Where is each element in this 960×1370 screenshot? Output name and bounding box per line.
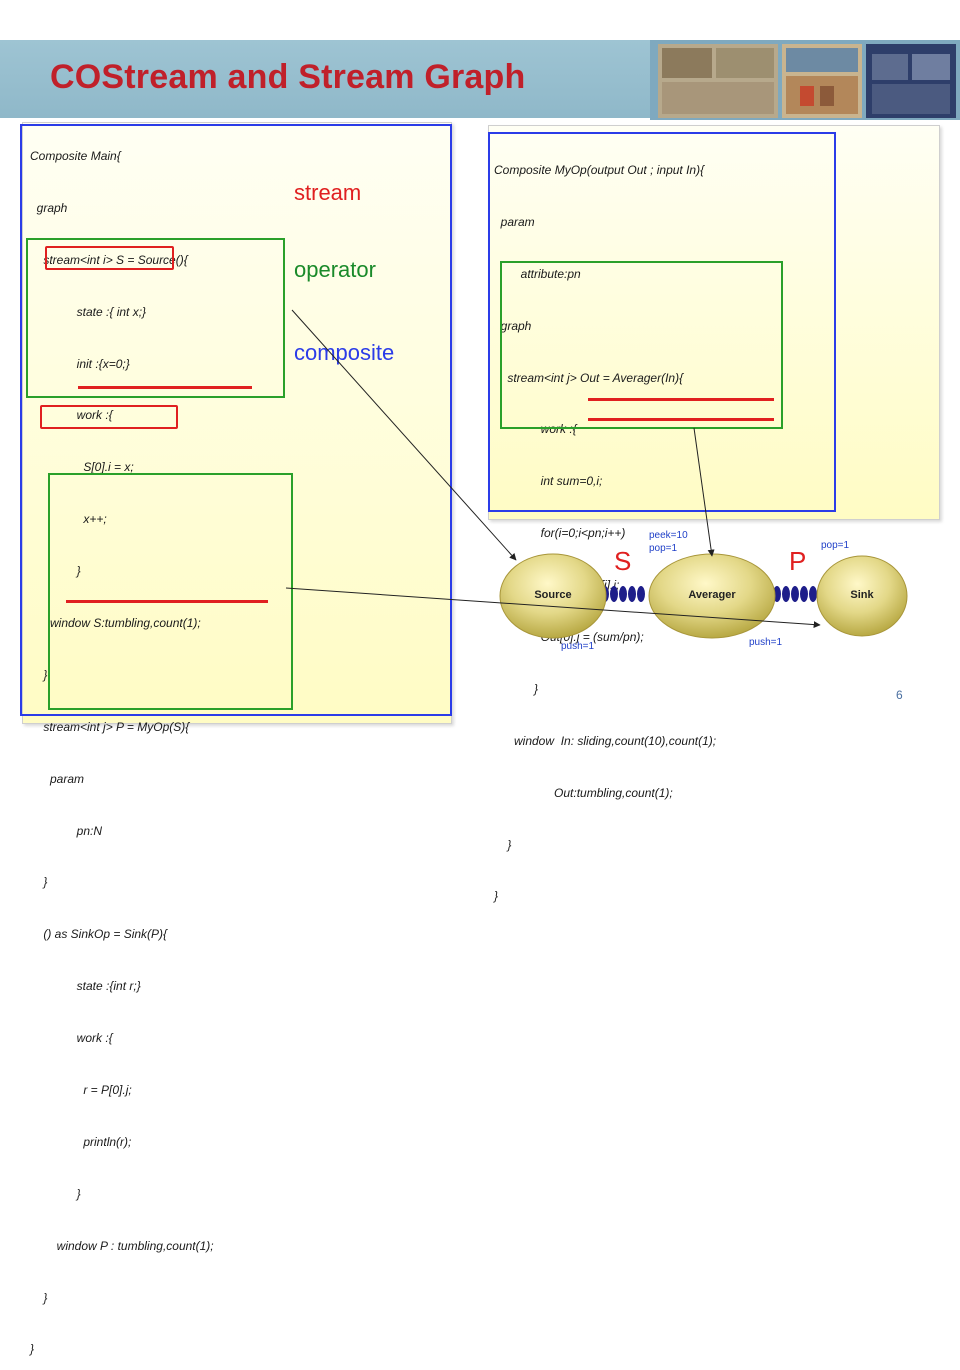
composite-main-box xyxy=(20,124,452,716)
code-line: } xyxy=(494,837,512,852)
legend-composite: composite xyxy=(294,340,395,365)
chip-die-image xyxy=(650,40,960,120)
node-sink-label: Sink xyxy=(850,589,874,601)
node-averager-label: Averager xyxy=(688,589,736,601)
code-line: S[0].i = x; xyxy=(30,460,134,475)
stream-underline xyxy=(588,398,774,401)
code-line: window In: sliding,count(10),count(1); xyxy=(494,733,717,748)
rate-averager-peek: peek=10 xyxy=(649,530,688,541)
myop-code-panel xyxy=(488,125,940,520)
code-line: () as SinkOp = Sink(P){ xyxy=(30,927,168,942)
code-line: stream<int i> S = Source(){ xyxy=(30,252,188,267)
rate-averager-pop: pop=1 xyxy=(649,543,678,554)
code-line: window S:tumbling,count(1); xyxy=(30,616,201,631)
code-line: state :{int r;} xyxy=(30,979,141,994)
code-line: work :{ xyxy=(30,408,113,423)
code-line: } xyxy=(30,875,48,890)
legend-operator: operator xyxy=(294,257,376,282)
code-line: Composite MyOp(output Out ; input In){ xyxy=(494,163,705,177)
myop-code-listing: Composite MyOp(output Out ; input In){ p… xyxy=(494,138,716,917)
arrow-averager-operator-to-node xyxy=(693,427,715,557)
code-line: } xyxy=(30,1186,81,1201)
stream-underline xyxy=(78,386,252,389)
code-line: graph xyxy=(30,200,68,215)
node-source xyxy=(499,553,607,639)
edge-label-s: S xyxy=(614,546,632,576)
stream-underline xyxy=(66,600,268,603)
page-number: 6 xyxy=(896,688,903,702)
legend-stream: stream xyxy=(294,180,362,205)
node-source-label: Source xyxy=(534,589,572,601)
arrow-operator-to-source xyxy=(291,309,517,561)
code-line: } xyxy=(30,564,81,579)
edge-s-chain xyxy=(601,586,645,602)
operator-source-box xyxy=(26,238,285,398)
edge-label-p: P xyxy=(789,546,807,576)
rate-source-push: push=1 xyxy=(561,641,595,652)
code-line: attribute:pn xyxy=(494,266,581,281)
code-line: println(r); xyxy=(30,1134,132,1149)
code-line: work :{ xyxy=(494,422,577,437)
code-line: work :{ xyxy=(30,1031,113,1046)
code-line: } xyxy=(30,667,48,682)
code-line: pn:N xyxy=(30,823,103,838)
edge-p-chain xyxy=(773,586,817,602)
code-line: Out:tumbling,count(1); xyxy=(494,785,673,800)
rate-averager-push: push=1 xyxy=(749,637,783,648)
code-line: Composite Main{ xyxy=(30,149,121,163)
code-line: stream<int j> Out = Averager(In){ xyxy=(494,370,684,385)
stream-underline xyxy=(588,418,774,421)
arrow-sink-operator-to-sink xyxy=(285,587,821,629)
main-code-panel xyxy=(22,122,452,724)
code-line: init :{x=0;} xyxy=(30,356,130,371)
rate-sink-pop: pop=1 xyxy=(821,540,850,551)
code-line: r = P[0].j; xyxy=(30,1083,132,1098)
operator-sink-box xyxy=(48,473,293,710)
slide-title: COStream and Stream Graph xyxy=(50,58,526,96)
stream-s-box xyxy=(45,246,174,270)
stream-graph xyxy=(285,309,908,639)
code-line: } xyxy=(30,1290,48,1305)
code-line: for(i=0;i<pn;i++) xyxy=(494,526,626,541)
code-line: } xyxy=(30,1342,35,1357)
code-line: window P : tumbling,count(1); xyxy=(30,1238,214,1253)
code-line: stream<int j> P = MyOp(S){ xyxy=(30,719,190,734)
code-line: int sum=0,i; xyxy=(494,474,603,489)
code-line: x++; xyxy=(30,512,107,527)
code-line: } xyxy=(494,889,499,904)
operator-averager-box xyxy=(500,261,783,429)
code-line: state :{ int x;} xyxy=(30,304,147,319)
code-line: } xyxy=(494,681,539,696)
node-sink xyxy=(816,555,908,637)
code-line: param xyxy=(494,214,535,229)
composite-myop-box xyxy=(488,132,836,512)
code-line: graph xyxy=(494,318,532,333)
stream-p-box xyxy=(40,405,178,429)
code-line: param xyxy=(30,771,85,786)
